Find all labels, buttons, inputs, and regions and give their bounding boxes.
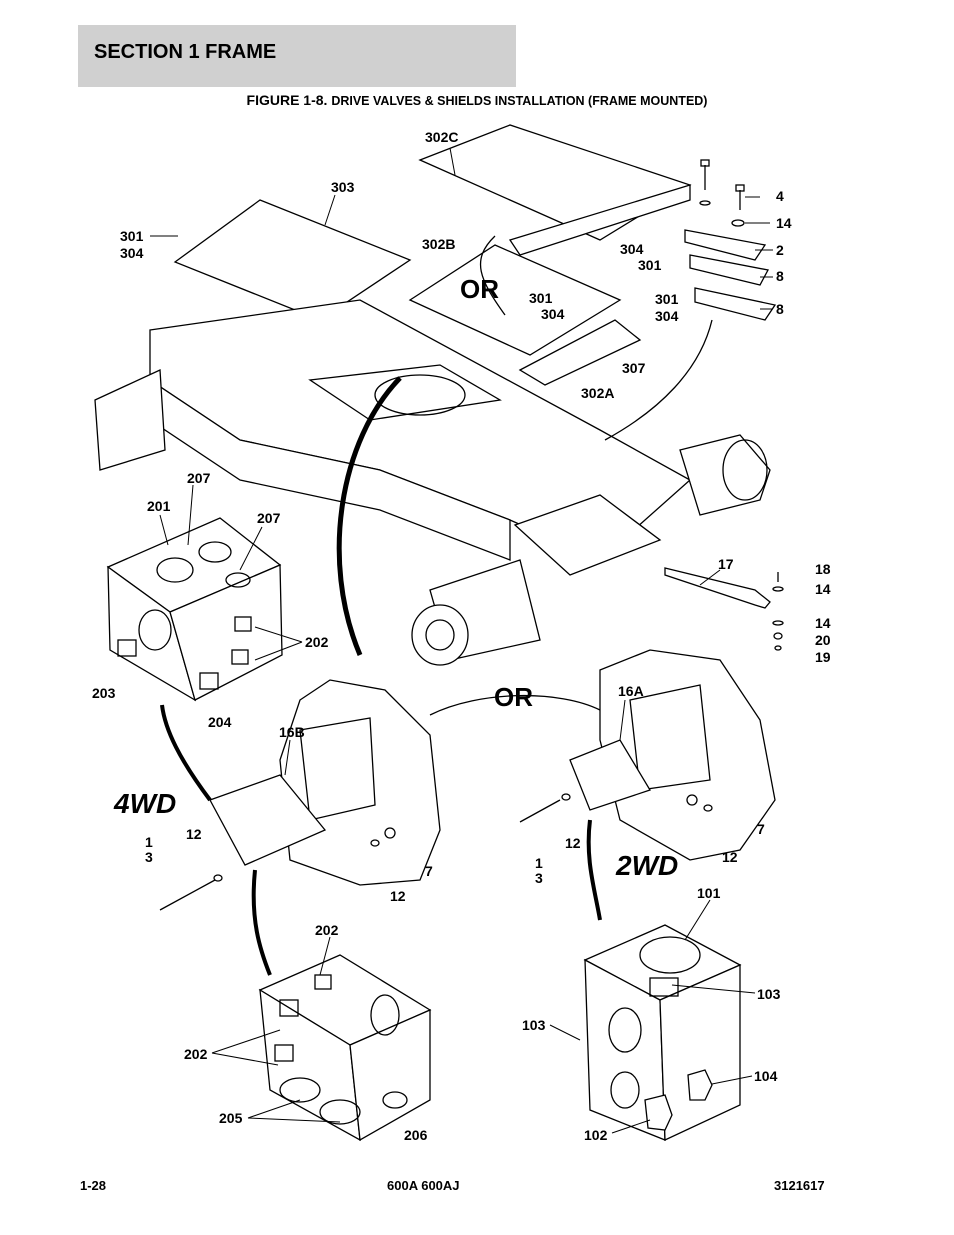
callout-13: 1 3 [535,855,543,886]
shield-302B [408,244,622,356]
callout-101: 101 [697,885,721,901]
callout-204: 204 [208,714,232,730]
label-2wd: 2WD [616,850,679,881]
label-4wd: 4WD [114,788,177,819]
callout-304: 304 [541,306,565,322]
callout-12: 12 [565,835,581,851]
callout-203: 203 [92,685,116,701]
callout-207: 207 [257,510,281,526]
valve-2wd-lower [583,924,742,1142]
callout-301: 301 [120,228,144,244]
shield-302C [418,124,692,256]
callout-103: 103 [757,986,781,1002]
shield-302A [518,319,642,386]
callout-302C: 302C [425,129,459,145]
callout-304: 304 [120,245,144,261]
callout-19: 19 [815,649,831,665]
callout-12: 12 [186,826,202,842]
callout-12: 12 [722,849,738,865]
callout-103: 103 [522,1017,546,1033]
callout-302B: 302B [422,236,456,252]
callout-307: 307 [622,360,646,376]
valve-4wd-upper [106,517,283,702]
callout-14: 14 [815,615,831,631]
section-header-band: SECTION 1 FRAME [78,25,516,87]
callout-2: 2 [776,242,784,258]
footer-page-number: 1-28 [80,1178,107,1193]
callout-8: 8 [776,268,784,284]
callout-303: 303 [331,179,355,195]
arrow-4wd-down [251,869,272,976]
callout-13: 1 3 [145,834,153,865]
hardware-stack [684,159,777,321]
callout-17: 17 [718,556,734,572]
callout-301: 301 [655,291,679,307]
section-title: SECTION 1 FRAME [94,41,277,63]
mount-plate-2wd [519,649,776,861]
callout-8: 8 [776,301,784,317]
callout-16B: 16B [279,724,305,740]
callout-12: 12 [390,888,406,904]
callout-206: 206 [404,1127,428,1143]
footer-model: 600A 600AJ [387,1178,460,1193]
callout-102: 102 [584,1127,608,1143]
arrow-4wd [160,704,212,802]
callout-202: 202 [305,634,329,650]
exploded-view-drawing [94,124,784,1142]
shield-303 [173,199,412,321]
callout-20: 20 [815,632,831,648]
callout-202: 202 [184,1046,208,1062]
callout-4: 4 [776,188,784,204]
mount-plate-4wd [159,679,441,911]
callout-201: 201 [147,498,171,514]
arrow-hardware [604,319,713,441]
arrow-or-bracket [429,694,601,716]
callout-304: 304 [620,241,644,257]
leader-lines [150,147,773,1134]
callout-18: 18 [815,561,831,577]
valve-4wd-lower [258,954,432,1142]
callout-205: 205 [219,1110,243,1126]
callout-304: 304 [655,308,679,324]
figure-caption: DRIVE VALVES & SHIELDS INSTALLATION (FRA… [331,94,708,108]
arrow-2wd-down [586,819,602,921]
or-label: OR [494,682,533,712]
callout-301: 301 [529,290,553,306]
figure-title: FIGURE 1-8. DRIVE VALVES & SHIELDS INSTA… [0,92,954,108]
figure-number: FIGURE 1-8. [246,92,328,108]
or-label: OR [460,274,499,304]
frame-body [94,299,771,666]
callout-7: 7 [757,821,765,837]
arrow-valve-to-frame [336,376,402,656]
rod-17 [664,567,784,651]
callout-104: 104 [754,1068,778,1084]
callout-14: 14 [776,215,792,231]
callout-301: 301 [638,257,662,273]
callout-14: 14 [815,581,831,597]
callout-16A: 16A [618,683,644,699]
arrow-shield-to-frame [479,235,506,316]
callout-202: 202 [315,922,339,938]
footer-doc-number: 3121617 [774,1178,825,1193]
callout-302A: 302A [581,385,615,401]
callout-207: 207 [187,470,211,486]
callout-7: 7 [425,863,433,879]
